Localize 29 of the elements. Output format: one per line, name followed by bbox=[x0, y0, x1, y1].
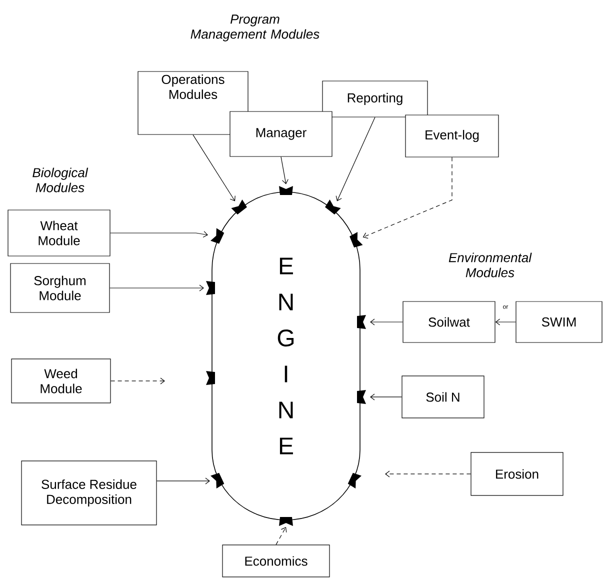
module-box: Erosion bbox=[470, 452, 564, 496]
module-box: SWIM bbox=[516, 301, 602, 343]
arrow bbox=[280, 156, 288, 184]
arrow bbox=[156, 478, 210, 484]
module-box: Manager bbox=[230, 111, 332, 157]
arrow bbox=[110, 230, 208, 238]
module-box: Economics bbox=[222, 544, 330, 578]
module-box: Soil N bbox=[402, 376, 484, 418]
arrow bbox=[370, 394, 402, 400]
module-box: Weed Module bbox=[11, 358, 111, 404]
arrow bbox=[110, 378, 165, 384]
group-heading: Biological Modules bbox=[32, 168, 88, 192]
group-heading: Environmental Modules bbox=[448, 252, 532, 278]
arrow bbox=[385, 470, 471, 478]
module-box: Reporting bbox=[322, 80, 428, 118]
arrow bbox=[110, 284, 204, 292]
arrow bbox=[336, 117, 376, 202]
group-heading: Program Management Modules bbox=[190, 14, 320, 42]
module-box: Event-log bbox=[405, 114, 499, 158]
arrow bbox=[370, 318, 403, 326]
module-box: Surface Residue Decomposition bbox=[21, 460, 157, 526]
arrow bbox=[495, 318, 516, 326]
module-box: Soilwat bbox=[402, 301, 496, 343]
arrow bbox=[362, 156, 452, 239]
arrow bbox=[276, 526, 287, 545]
module-box: Wheat Module bbox=[8, 210, 110, 256]
module-box: Operations Modules bbox=[138, 71, 248, 135]
arrow bbox=[192, 134, 236, 202]
module-box: Sorghum Module bbox=[10, 263, 110, 313]
